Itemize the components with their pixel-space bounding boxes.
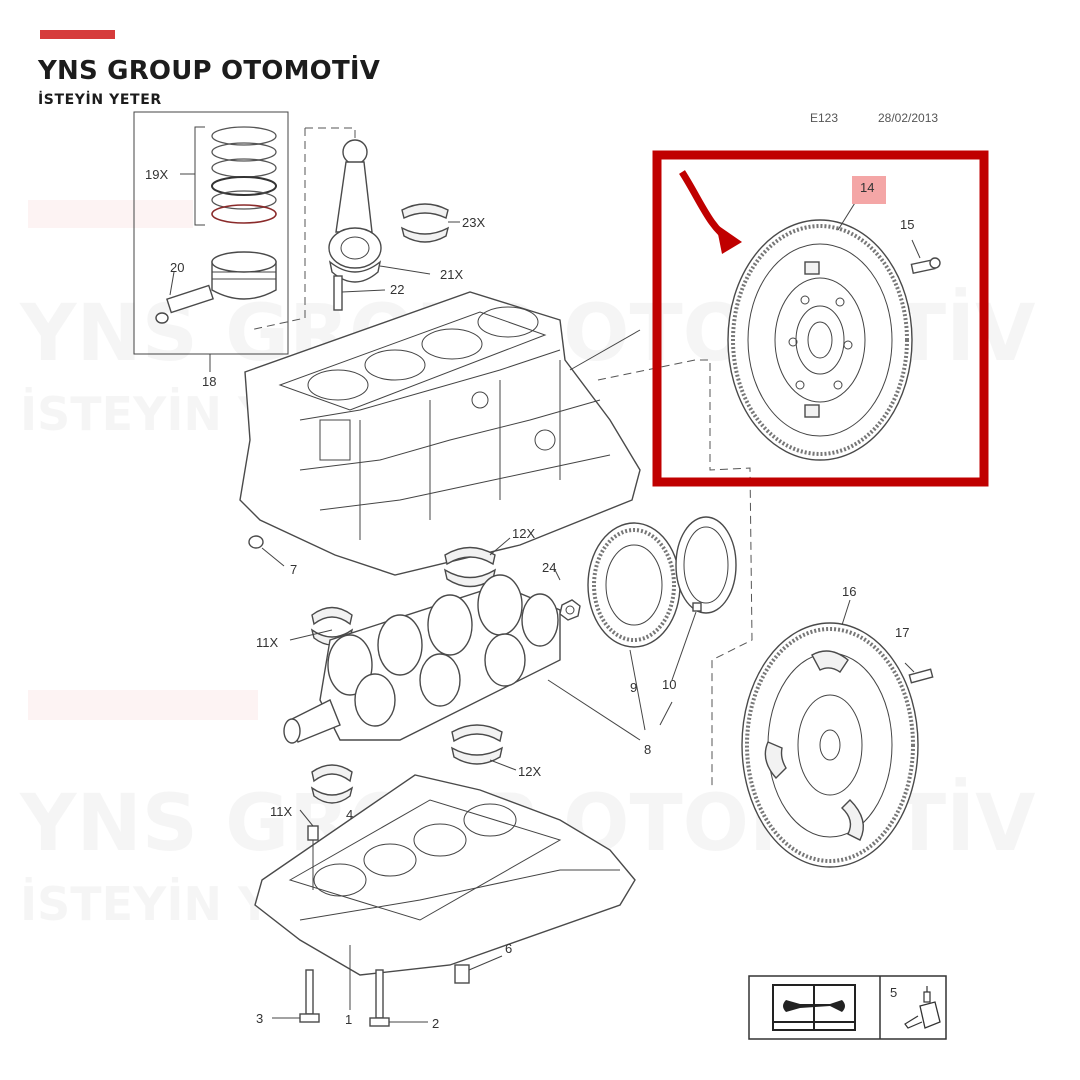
rear-crank-seal (675, 516, 737, 614)
label-4: 4 (346, 807, 353, 822)
label-3: 3 (256, 1011, 263, 1026)
label-19x: 19X (145, 167, 168, 182)
part-labels: 19X 20 18 23X 21X 22 14 15 12X 7 24 16 1… (145, 167, 914, 1031)
flex-plate (741, 622, 934, 868)
crankshaft (283, 574, 561, 744)
bolt-2 (369, 969, 428, 1027)
manual-wrench-book-icon (772, 984, 856, 1031)
legend-box: 5 (748, 975, 947, 1040)
label-18: 18 (202, 374, 216, 389)
highlight-frame (652, 150, 989, 487)
label-10: 10 (662, 677, 676, 692)
piston-rings (211, 126, 277, 224)
label-24: 24 (542, 560, 556, 575)
piston (211, 251, 277, 300)
brand-title: YNS GROUP OTOMOTİV (38, 56, 381, 86)
bolt-3 (272, 969, 320, 1023)
label-8: 8 (644, 742, 651, 757)
diagram-date: 28/02/2013 (878, 111, 939, 125)
label-21x: 21X (440, 267, 463, 282)
brand-subtitle: İSTEYİN YETER (38, 92, 162, 108)
label-17: 17 (895, 625, 909, 640)
label-1: 1 (345, 1012, 352, 1027)
label-12x-upper: 12X (512, 526, 535, 541)
watermark: YNS GROUP OTOMOTİV İSTEYİN YETER YNS GRO… (28, 200, 258, 720)
label-16: 16 (842, 584, 856, 599)
label-20: 20 (170, 260, 184, 275)
dual-mass-flywheel (727, 197, 941, 461)
label-12x-lower: 12X (518, 764, 541, 779)
lower-crankcase (254, 774, 636, 1010)
label-11x-upper: 11X (256, 635, 278, 650)
connecting-rod (249, 127, 450, 331)
label-22: 22 (390, 282, 404, 297)
label-15: 15 (900, 217, 914, 232)
label-6: 6 (505, 941, 512, 956)
label-7: 7 (290, 562, 297, 577)
reluctor-ring (587, 522, 681, 648)
label-14: 14 (860, 180, 874, 195)
diagram-code: E123 (810, 111, 839, 125)
label-23x: 23X (462, 215, 485, 230)
nut-24 (559, 599, 581, 621)
label-9: 9 (630, 680, 637, 695)
thrust-washers-lower (310, 764, 354, 804)
main-bearing-shells-lower (450, 724, 504, 765)
brand-accent-bar (40, 30, 115, 39)
piston-pin (155, 284, 214, 324)
label-11x-lower: 11X (270, 804, 292, 819)
label-2: 2 (432, 1016, 439, 1031)
piston-group (133, 111, 289, 372)
label-5: 5 (890, 985, 897, 1000)
engine-block (239, 291, 641, 576)
sealant-tube-icon (904, 986, 941, 1029)
